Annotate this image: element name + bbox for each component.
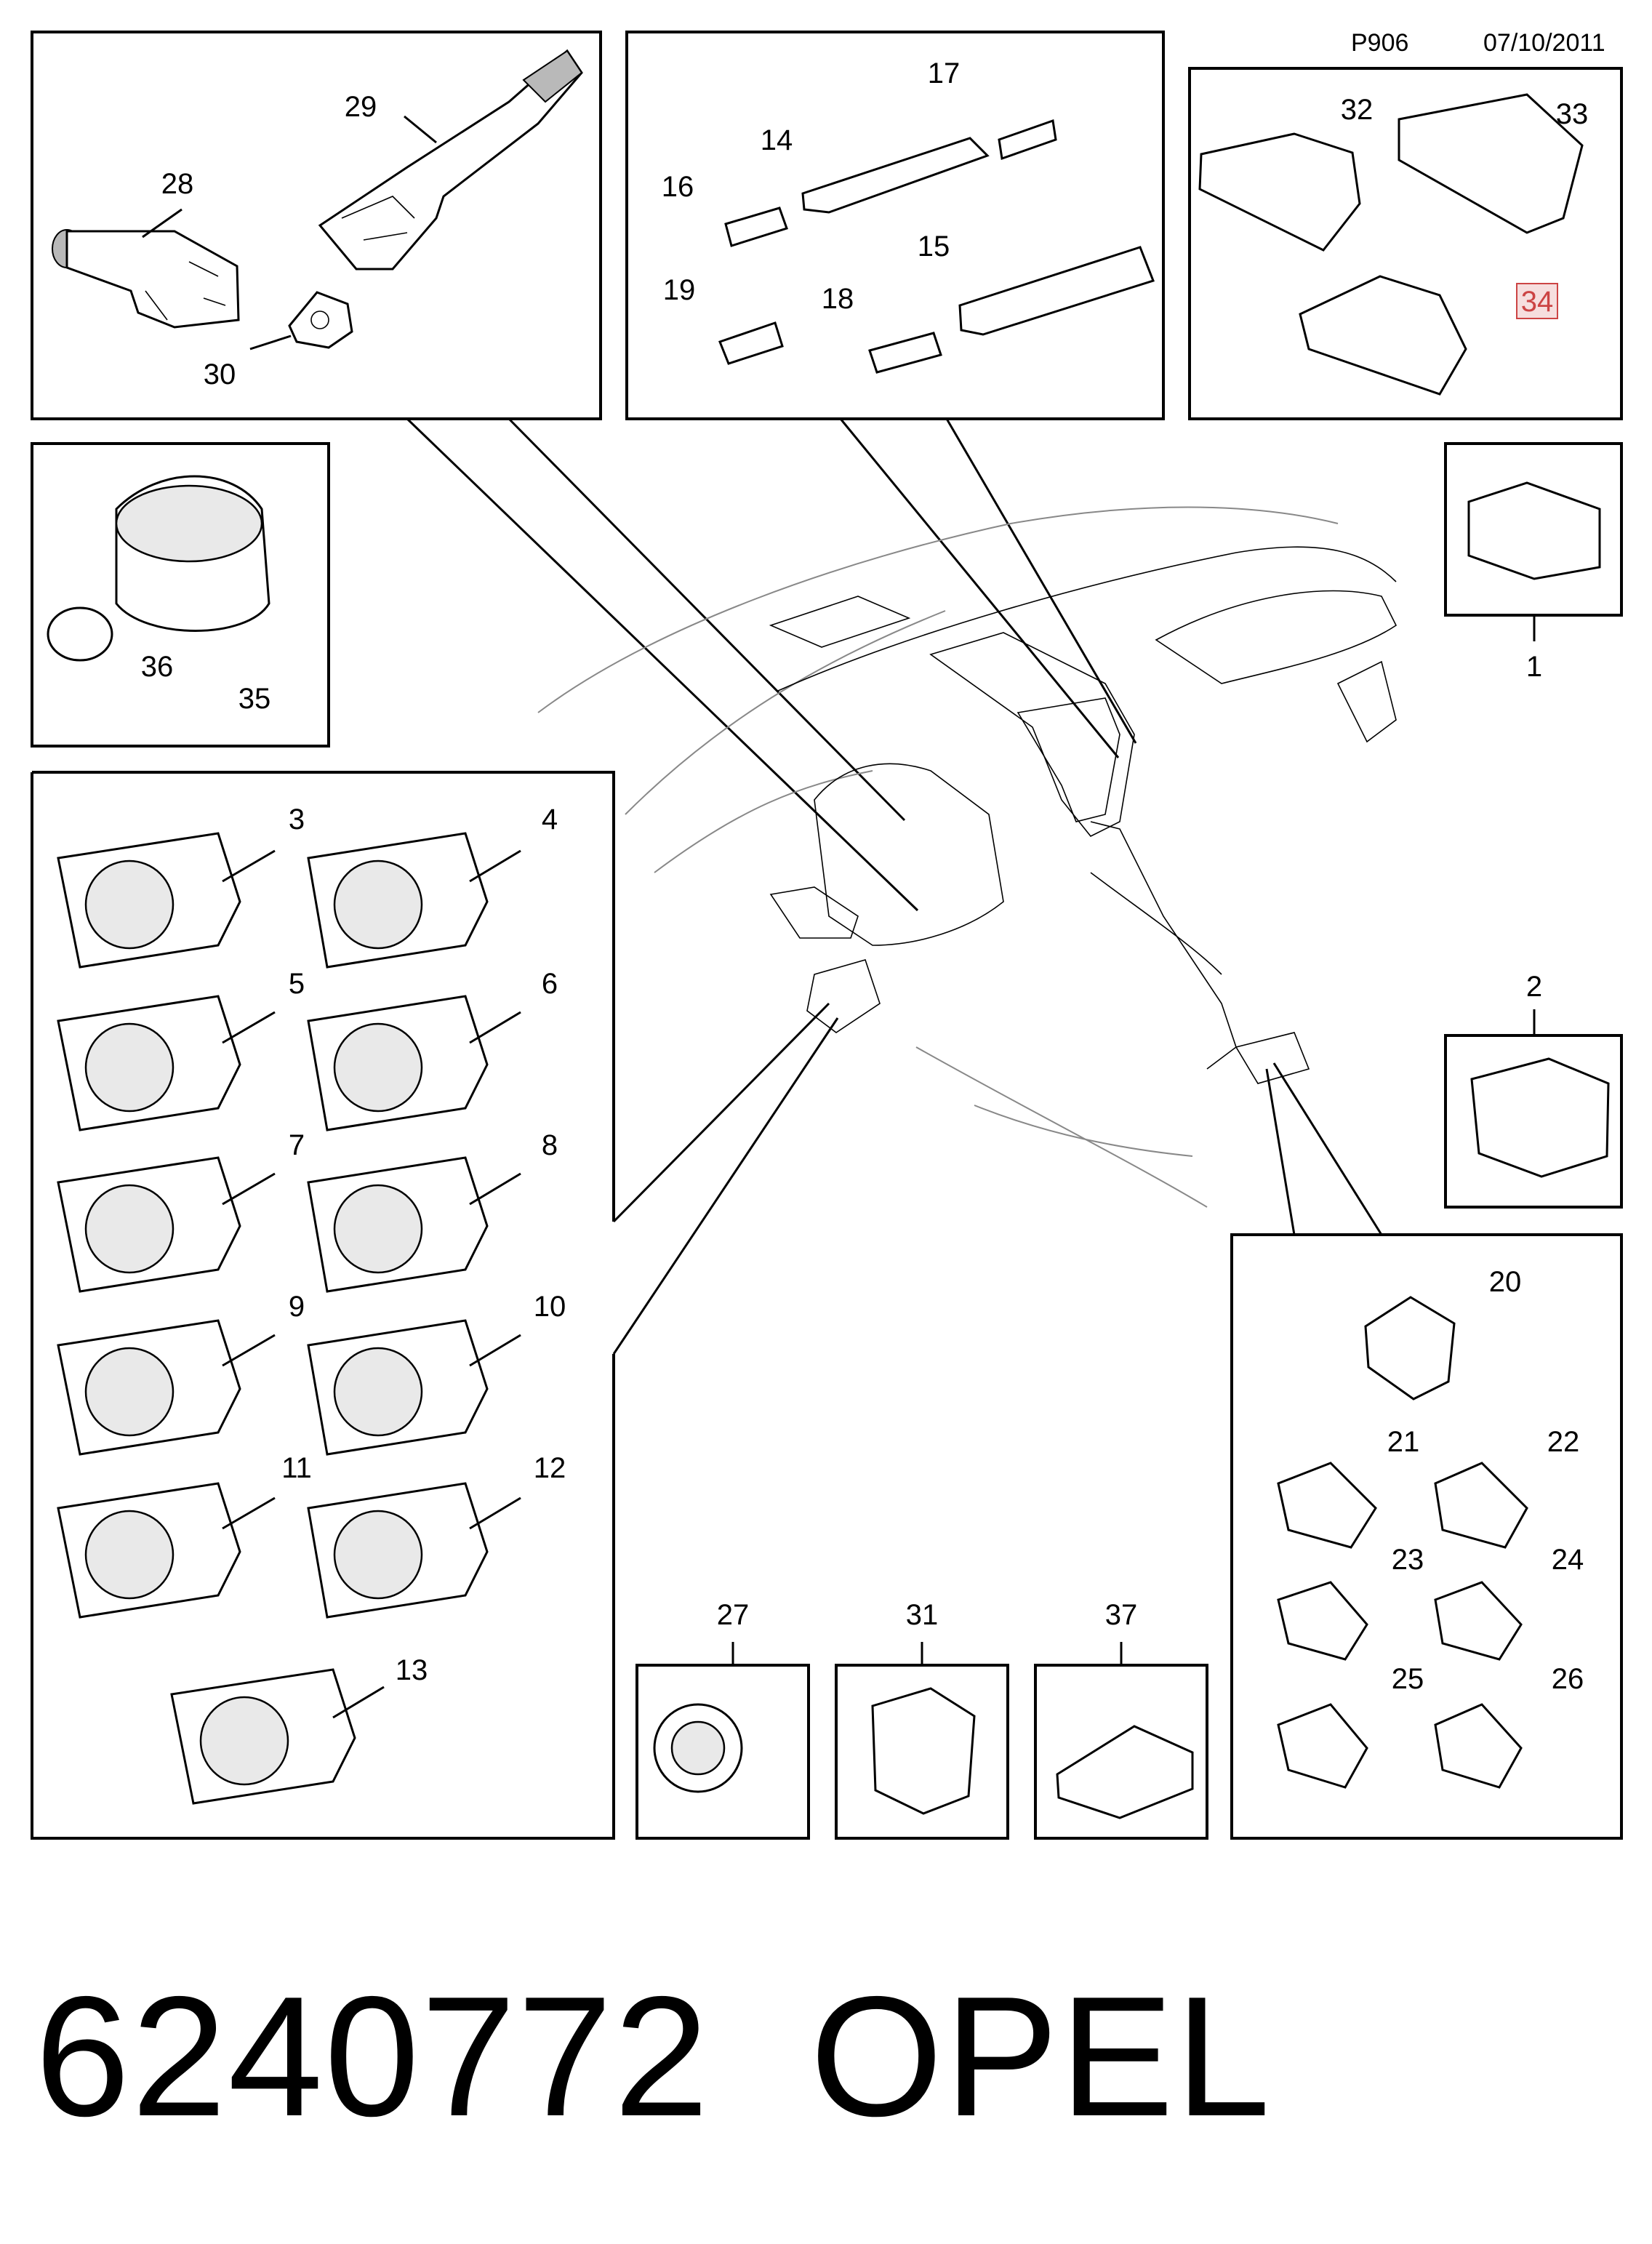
panel-stalks: [31, 31, 602, 420]
panel-center-switches: [625, 31, 1165, 420]
console-switches: [1277, 1296, 1528, 1789]
callout-29: 29: [345, 91, 377, 123]
callout-22: 22: [1547, 1426, 1580, 1458]
panel-mirror-switch: [31, 442, 330, 748]
callout-33: 33: [1556, 98, 1589, 130]
diagram-date: 07/10/2011: [1483, 29, 1605, 57]
callout-34: 34: [1521, 286, 1554, 318]
callout-12: 12: [534, 1452, 566, 1484]
parts-diagram: 1 2 3 4 5 6 7 8 9 10 11 12 13 14 15 16 1…: [31, 31, 1623, 1840]
callout-17: 17: [928, 57, 961, 89]
stalk-switch-29: [318, 49, 583, 271]
callout-15: 15: [918, 231, 950, 263]
callout-36: 36: [141, 651, 174, 683]
callout-5: 5: [289, 968, 305, 1000]
page-code: P906: [1351, 29, 1409, 57]
callout-leaders: [142, 115, 521, 1719]
callout-27: 27: [717, 1599, 750, 1631]
light-switch-units: [57, 832, 489, 1805]
stalk-switch-28: [52, 229, 240, 329]
callout-4: 4: [542, 804, 558, 836]
callout-11: 11: [281, 1452, 312, 1484]
panel-light-switches: [31, 771, 615, 1840]
callout-10: 10: [534, 1291, 566, 1323]
callout-labels: 1 2 3 4 5 6 7 8 9 10 11 12 13 14 15 16 1…: [141, 57, 1589, 1695]
callout-6: 6: [542, 968, 558, 1000]
callout-18: 18: [822, 283, 854, 315]
callout-3: 3: [289, 804, 305, 836]
callout-21: 21: [1387, 1426, 1420, 1458]
window-switches: [1198, 93, 1584, 396]
callout-2: 2: [1526, 971, 1542, 1003]
callout-34-highlight: [1516, 283, 1558, 319]
callout-26: 26: [1552, 1663, 1584, 1695]
panel-console-switches: [1230, 1233, 1623, 1840]
small-parts: [653, 481, 1610, 1819]
panel-window-switches: [1188, 67, 1623, 420]
callout-28: 28: [161, 168, 194, 200]
callout-32: 32: [1341, 94, 1374, 126]
switch-30: [288, 291, 353, 349]
mirror-switch: [47, 475, 270, 662]
callout-13: 13: [396, 1654, 428, 1686]
callout-30: 30: [204, 358, 236, 390]
callout-31: 31: [906, 1599, 939, 1631]
callout-20: 20: [1489, 1266, 1522, 1298]
part-number: 6240772: [35, 1960, 710, 2152]
dashboard-illustration: [537, 506, 1398, 1208]
callout-9: 9: [289, 1291, 305, 1323]
panel-part-27: [635, 1664, 810, 1840]
callout-24: 24: [1552, 1544, 1584, 1576]
callout-7: 7: [289, 1129, 305, 1161]
callout-37: 37: [1105, 1599, 1138, 1631]
callout-14: 14: [761, 124, 793, 156]
leader-lines: [406, 417, 1536, 1665]
center-switches: [718, 119, 1155, 374]
callout-19: 19: [663, 274, 696, 306]
callout-25: 25: [1392, 1663, 1424, 1695]
callout-35: 35: [238, 683, 271, 715]
callout-23: 23: [1392, 1544, 1424, 1576]
callout-8: 8: [542, 1129, 558, 1161]
callout-1: 1: [1526, 651, 1542, 683]
callout-16: 16: [662, 171, 694, 203]
brand-name: OPEL: [810, 1960, 1272, 2152]
